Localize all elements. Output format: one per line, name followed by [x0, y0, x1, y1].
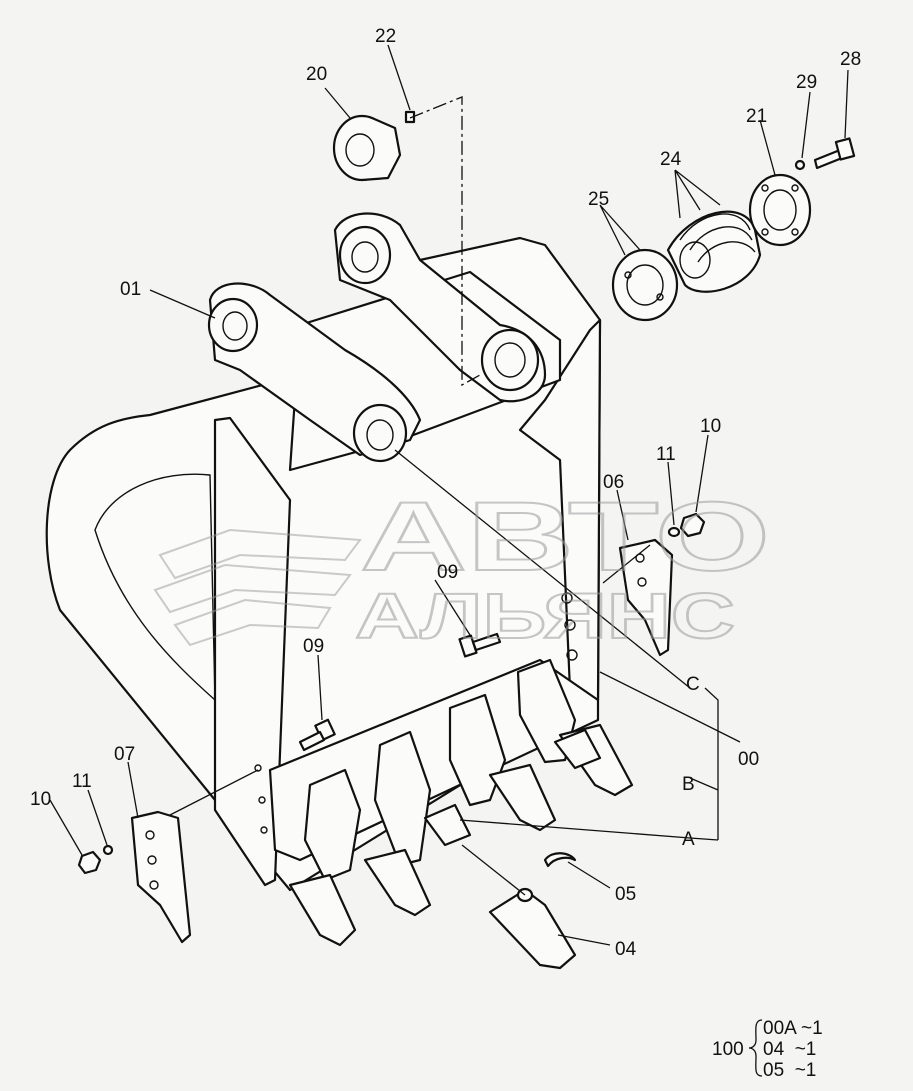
boss-01 — [207, 297, 259, 353]
leader-lines — [49, 44, 849, 946]
tooth-2 — [363, 730, 432, 917]
kit-number: 100 — [712, 1039, 744, 1060]
label-28: 28 — [840, 49, 861, 70]
kit-brace-icon — [748, 1019, 763, 1077]
adapter-b — [553, 728, 602, 770]
label-a: A — [682, 829, 695, 850]
boss-right — [480, 328, 540, 392]
label-09-upper: 09 — [437, 562, 458, 583]
label-01: 01 — [120, 279, 141, 300]
teeth-group — [288, 658, 634, 970]
part-labels: 22 20 28 29 21 24 25 01 11 10 06 09 09 C… — [30, 26, 861, 960]
label-10-right: 10 — [700, 416, 721, 437]
boss-upper-right — [338, 225, 392, 285]
pin-05 — [543, 852, 577, 868]
kit-row-3: 05 ~1 — [763, 1060, 816, 1081]
shims-24 — [666, 210, 762, 293]
left-side-plate — [213, 416, 292, 887]
kit-row-1: 00A ~1 — [763, 1018, 823, 1039]
washer-11-left — [102, 844, 114, 856]
center-line-pin — [409, 96, 481, 387]
label-11-left: 11 — [72, 771, 92, 792]
bolt-09-lower — [298, 718, 336, 752]
nut-10-right — [679, 512, 706, 538]
label-07: 07 — [114, 744, 135, 765]
tooth-3 — [448, 693, 557, 832]
label-24: 24 — [660, 149, 682, 170]
watermark: АВТО АЛЬЯНС — [153, 480, 771, 653]
label-c: C — [686, 674, 700, 695]
label-10-left: 10 — [30, 789, 51, 810]
boss-lower — [352, 403, 408, 463]
label-29: 29 — [796, 72, 817, 93]
kit-row-2: 04 ~1 — [763, 1039, 816, 1060]
bushing-20 — [332, 114, 402, 182]
washer-11-right — [667, 526, 681, 538]
label-09-lower: 09 — [303, 636, 324, 657]
adapter-a — [423, 803, 472, 847]
cover-plate-21 — [748, 173, 812, 247]
right-side-plate — [518, 318, 602, 702]
nut-10-left — [77, 850, 102, 875]
shim-25 — [611, 248, 679, 322]
kit-notation: 100 00A ~1 04 ~1 05 ~1 — [712, 1018, 823, 1081]
watermark-logo-icon — [153, 528, 362, 647]
label-06: 06 — [603, 472, 624, 493]
side-cutter-06 — [618, 538, 674, 657]
label-21: 21 — [746, 106, 767, 127]
label-22: 22 — [375, 26, 396, 47]
label-05: 05 — [615, 884, 636, 905]
bolt-28 — [813, 137, 856, 170]
tooth-04-exploded — [488, 887, 577, 970]
label-04: 04 — [615, 939, 637, 960]
label-25: 25 — [588, 189, 609, 210]
watermark-line1: АВТО — [360, 481, 770, 591]
label-20: 20 — [306, 64, 327, 85]
label-00: 00 — [738, 749, 759, 770]
washer-29 — [794, 159, 806, 171]
side-cutter-07 — [130, 810, 192, 944]
bolt-09-upper — [458, 632, 502, 658]
label-11-right: 11 — [656, 444, 676, 465]
watermark-line2: АЛЬЯНС — [355, 580, 735, 652]
label-b: B — [682, 774, 695, 795]
tooth-1 — [288, 768, 362, 947]
